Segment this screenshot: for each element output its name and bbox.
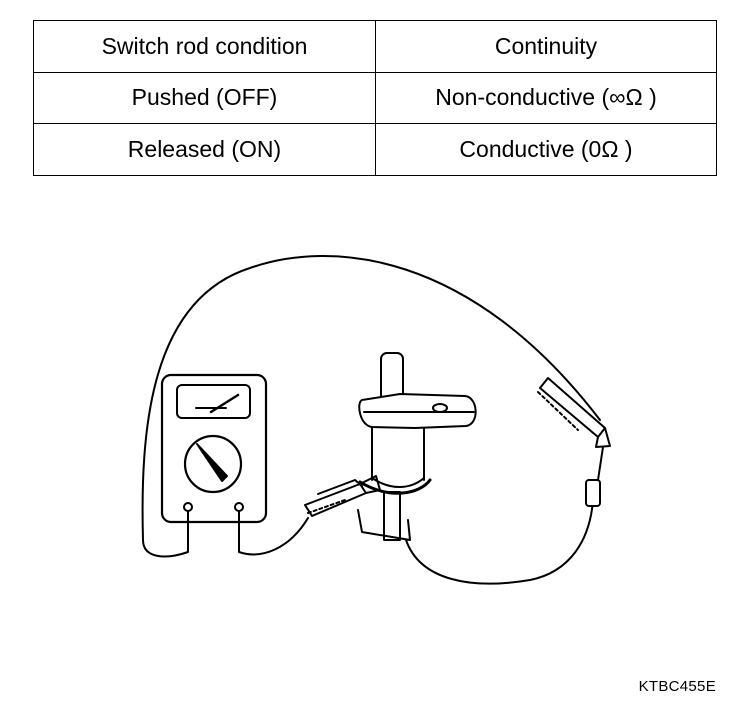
cell-continuity-conductive: Conductive (0Ω ) (375, 123, 717, 176)
alligator-clip-icon (537, 377, 611, 507)
cell-condition-released: Released (ON) (33, 123, 376, 176)
test-lead-lower (238, 510, 309, 556)
test-lead-bottom (405, 499, 594, 585)
alligator-clip-icon (304, 475, 381, 517)
table-row: Released (ON) Conductive (0Ω ) (33, 123, 717, 176)
figure-code: KTBC455E (638, 678, 716, 695)
cell-condition-pushed: Pushed (OFF) (33, 71, 376, 125)
test-lead-upper (141, 255, 601, 558)
header-continuity: Continuity (375, 20, 717, 73)
continuity-table: Switch rod condition Continuity Pushed (… (33, 20, 717, 176)
header-switch-rod-condition: Switch rod condition (33, 20, 376, 73)
table-header-row: Switch rod condition Continuity (33, 20, 717, 73)
door-switch-icon (357, 352, 477, 541)
ohmmeter-icon (160, 373, 268, 524)
